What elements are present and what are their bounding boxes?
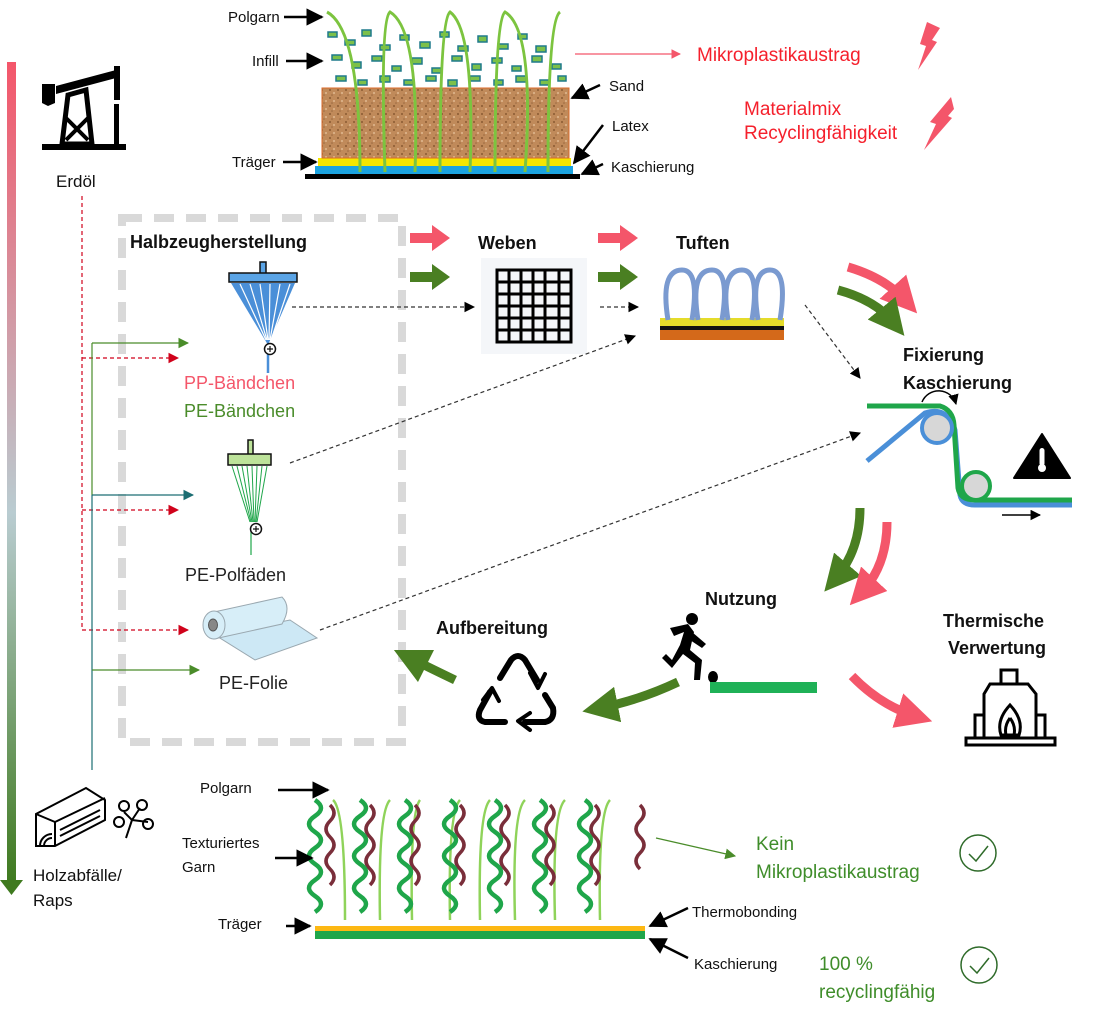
bio-feed-lines (91, 337, 201, 770)
top-label-kaschierung: Kaschierung (611, 159, 694, 176)
step-thermisch-label-line1: Thermische (943, 611, 1044, 631)
check-circle-icon (959, 834, 997, 872)
filament-extruder-icon (227, 439, 272, 555)
fossil-flow-arrow (846, 262, 918, 314)
benefit-microplastic-line2: Mikroplastikaustrag (756, 862, 920, 883)
turf-ground (710, 682, 817, 693)
top-label-latex: Latex (612, 118, 649, 135)
film-label: PE-Folie (219, 673, 288, 693)
bottom-label-kaschierung: Kaschierung (694, 956, 777, 973)
top-label-traeger: Träger (232, 154, 276, 171)
top-turf-cross-section (305, 10, 580, 179)
step-aufbereitung-label: Aufbereitung (436, 618, 548, 638)
source-bio-label-line1: Holzabfälle/ (33, 866, 122, 885)
top-label-polgarn: Polgarn (228, 9, 280, 26)
check-circle-icon (960, 946, 998, 984)
top-label-infill: Infill (252, 53, 279, 70)
tape-extruder-icon (228, 261, 298, 373)
bio-flow-arrow (410, 264, 450, 290)
fossil-flow-arrow (849, 521, 892, 606)
source-bio-label-line2: Raps (33, 891, 73, 910)
semi-finished-dashed-box (118, 214, 406, 746)
benefit-microplastic-line1: Kein (756, 834, 794, 855)
material-flow-dashed-arrows (289, 301, 862, 631)
incinerator-icon (964, 668, 1057, 747)
step-fixierung-label-line2: Kaschierung (903, 373, 1012, 393)
bottom-label-polgarn: Polgarn (200, 780, 252, 797)
bio-flow-arrow (582, 677, 680, 723)
source-gradient-arrow (0, 62, 23, 895)
tape-label-bio: PE-Bändchen (184, 401, 295, 421)
bottom-label-traeger: Träger (218, 916, 262, 933)
wood-rapeseed-icon (35, 786, 154, 847)
pile-yarns (326, 10, 562, 173)
infill-particles (327, 29, 567, 87)
step-weben-label: Weben (478, 233, 537, 253)
bio-flow-arrow (836, 285, 905, 336)
benefit-recycling-line2: recyclingfähig (819, 982, 935, 1003)
tufted-carpet-icon (660, 267, 785, 340)
fossil-flow-arrow (410, 225, 450, 251)
step-nutzung-label: Nutzung (705, 589, 777, 609)
lightning-icon (924, 97, 954, 150)
step-tuften-label: Tuften (676, 233, 730, 253)
oil-pump-icon (42, 66, 126, 150)
fossil-flow-arrow (848, 672, 933, 728)
bottom-label-texturiert-line1: Texturiertes (182, 835, 260, 852)
bio-flow-arrow (598, 264, 638, 290)
source-fossil-label: Erdöl (56, 172, 96, 191)
step-fixierung-label-line1: Fixierung (903, 345, 984, 365)
fossil-flow-arrow (598, 225, 638, 251)
bottom-label-texturiert-line2: Garn (182, 859, 215, 876)
bottom-label-thermobonding: Thermobonding (692, 904, 797, 921)
filament-label: PE-Polfäden (185, 565, 286, 585)
issue-microplastic-text: Mikroplastikaustrag (697, 45, 861, 66)
lightning-icon (918, 22, 940, 70)
film-roll-icon (202, 596, 319, 661)
microplastic-pointer-arrow (655, 837, 737, 860)
benefit-recycling-line1: 100 % (819, 954, 873, 975)
top-label-sand: Sand (609, 78, 644, 95)
lamination-rollers-icon (865, 390, 1072, 521)
football-player-icon (662, 613, 718, 683)
recycle-icon (475, 653, 557, 732)
issue-materialmix-text-line2: Recyclingfähigkeit (744, 123, 898, 144)
woven-fabric-icon (481, 258, 587, 354)
step-thermisch-label-line2: Verwertung (948, 638, 1046, 658)
tape-label-fossil: PP-Bändchen (184, 373, 295, 393)
fossil-feed-lines (81, 196, 190, 636)
semi-finished-title: Halbzeugherstellung (130, 232, 307, 252)
temperature-warning-icon (1013, 433, 1071, 479)
bottom-turf-cross-section (306, 798, 646, 939)
bio-flow-arrow (393, 649, 457, 685)
bio-flow-arrow (824, 507, 865, 592)
issue-materialmix-text-line1: Materialmix (744, 99, 842, 120)
